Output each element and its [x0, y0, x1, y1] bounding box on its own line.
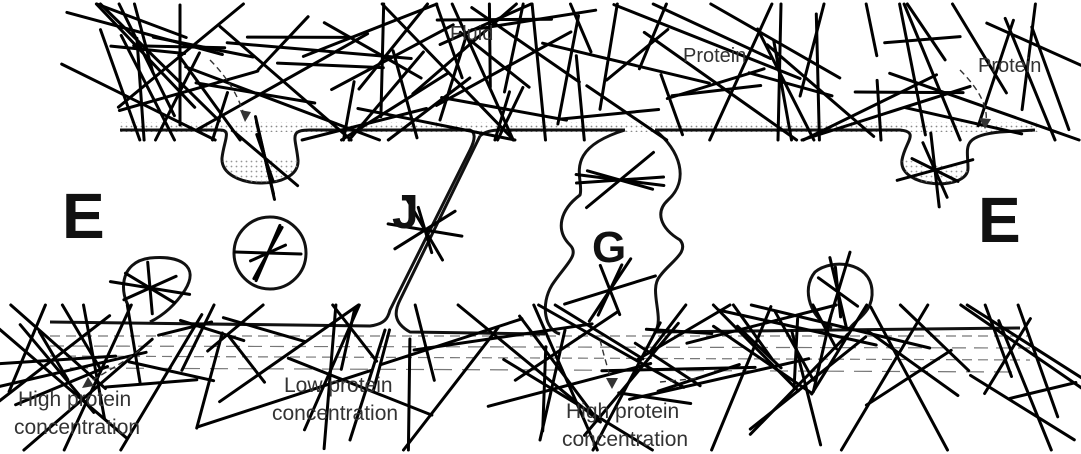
fibre-line — [953, 4, 1007, 93]
fibre-line — [630, 359, 809, 400]
fibre-line — [1010, 383, 1076, 399]
fibre-line — [532, 4, 545, 140]
fibre-line — [560, 110, 659, 120]
fibre-overlay — [0, 4, 1081, 450]
fibre-line — [866, 4, 877, 56]
fibre-line — [587, 171, 652, 189]
high-protein-right-line2: concentration — [562, 428, 688, 451]
fluid-label: Fluid — [450, 23, 493, 45]
fibre-line — [885, 37, 960, 43]
fibre-line — [907, 4, 945, 60]
low-protein-line1: Low protein — [284, 374, 393, 397]
fibre-line — [229, 337, 264, 383]
fibre-line — [672, 86, 761, 96]
endothelial-label-right: E — [978, 184, 1021, 256]
fibre-line — [1032, 27, 1069, 130]
fibre-line — [278, 63, 384, 68]
fibre-line — [106, 380, 197, 387]
endothelial-cell-outlines — [50, 130, 1035, 334]
fibre-line — [639, 4, 666, 69]
fibre-line — [127, 305, 140, 382]
fibre-line — [687, 305, 836, 343]
fibre-line — [710, 4, 772, 140]
fibre-line — [971, 375, 1075, 439]
endothelial-label-left: E — [62, 180, 105, 252]
low-protein-line2: concentration — [272, 402, 398, 425]
fibre-line — [100, 4, 219, 121]
junction-label: J — [392, 186, 419, 239]
high-protein-left-line1: High protein — [18, 388, 131, 411]
high-protein-left-line2: concentration — [14, 416, 140, 439]
protein-label-top: Protein — [683, 45, 746, 67]
high-protein-right-line1: High protein — [566, 400, 679, 423]
protein-label-right: Protein — [978, 55, 1041, 77]
fibre-line — [1018, 305, 1058, 417]
gap-label: G — [592, 223, 626, 272]
